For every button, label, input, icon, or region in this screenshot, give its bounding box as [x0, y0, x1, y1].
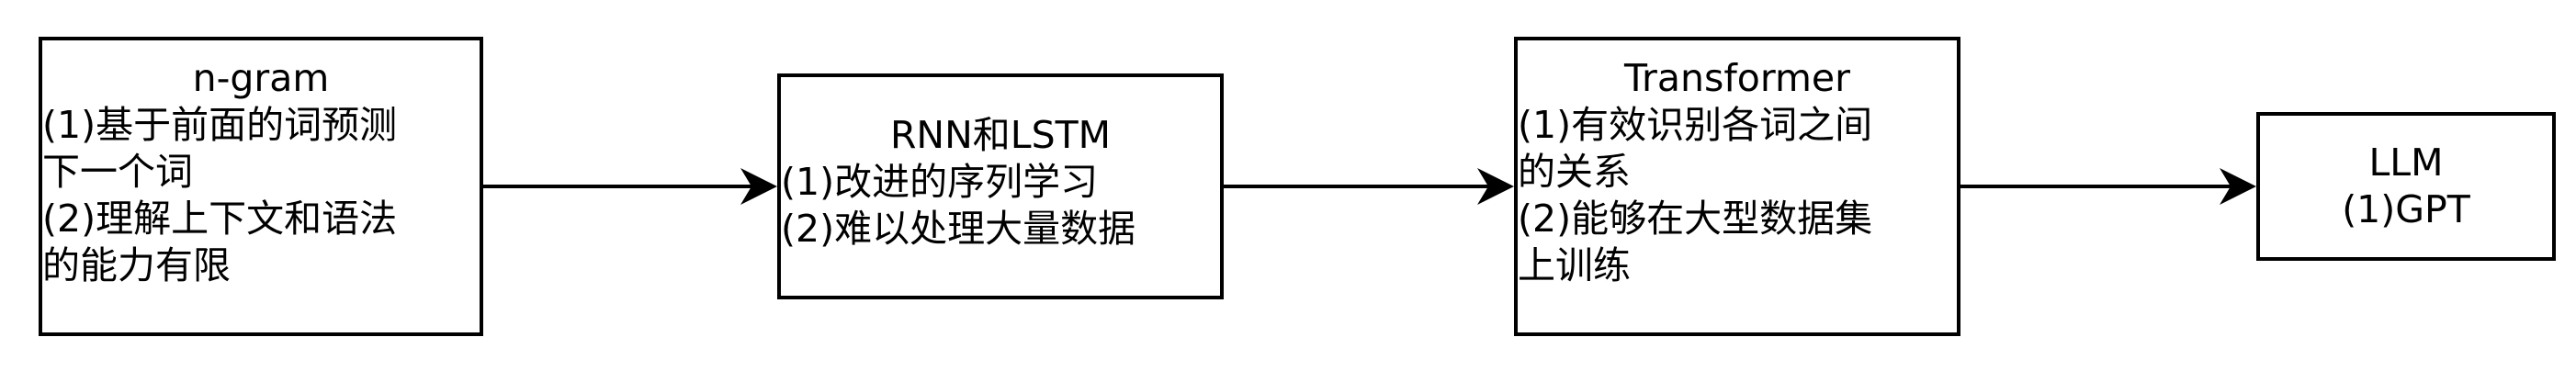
- node-rnn-lstm-line: (2)难以处理大量数据: [781, 207, 1136, 251]
- node-ngram-title: n-gram: [192, 56, 330, 100]
- node-rnn-lstm-line: (1)改进的序列学习: [781, 160, 1099, 204]
- node-ngram-line: 的能力有限: [42, 243, 231, 287]
- node-transformer-line: (1)有效识别各词之间: [1518, 103, 1873, 147]
- node-ngram-line: (2)理解上下文和语法: [42, 197, 398, 241]
- node-rnn-lstm: RNN和LSTM (1)改进的序列学习 (2)难以处理大量数据: [777, 73, 1224, 299]
- node-llm-line: (1)GPT: [2342, 187, 2470, 231]
- node-transformer-line: 的关系: [1518, 150, 1631, 194]
- node-ngram: n-gram (1)基于前面的词预测 下一个词 (2)理解上下文和语法 的能力有…: [39, 37, 483, 336]
- node-transformer-line: (2)能够在大型数据集: [1518, 197, 1873, 241]
- node-llm: LLM (1)GPT: [2256, 112, 2556, 261]
- node-ngram-line: 下一个词: [42, 150, 193, 194]
- node-llm-title: LLM: [2368, 141, 2444, 185]
- node-transformer: Transformer (1)有效识别各词之间 的关系 (2)能够在大型数据集 …: [1514, 37, 1960, 336]
- node-transformer-line: 上训练: [1518, 243, 1631, 287]
- node-transformer-title: Transformer: [1623, 56, 1851, 100]
- node-rnn-lstm-title: RNN和LSTM: [889, 113, 1112, 157]
- node-ngram-line: (1)基于前面的词预测: [42, 103, 398, 147]
